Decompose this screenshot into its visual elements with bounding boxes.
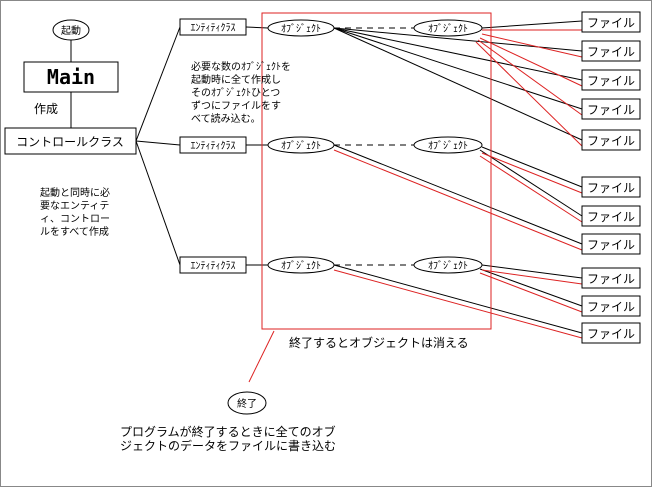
read-line <box>333 144 583 245</box>
frame-to-end-line <box>248 330 275 383</box>
write-line <box>477 39 583 116</box>
controller-note: 起動と同時に必 要なエンティテ ィ、コントロー ルをすべて作成 <box>40 186 113 238</box>
svg-text:ｴﾝﾃｨﾃｨｸﾗｽ: ｴﾝﾃｨﾃｨｸﾗｽ <box>191 260 236 272</box>
file-node: ファイル <box>581 176 641 198</box>
svg-text:ファイル: ファイル <box>587 238 635 252</box>
svg-text:ファイル: ファイル <box>587 272 635 286</box>
write-line <box>479 272 583 313</box>
svg-text:ファイル: ファイル <box>587 103 635 117</box>
write-line <box>479 155 583 223</box>
svg-text:ファイル: ファイル <box>587 181 635 195</box>
controller-node: コントロールクラス <box>4 127 137 155</box>
write-line <box>333 149 583 251</box>
svg-text:ｴﾝﾃｨﾃｨｸﾗｽ: ｴﾝﾃｨﾃｨｸﾗｽ <box>191 22 236 34</box>
svg-text:ファイル: ファイル <box>587 16 635 30</box>
object-note: 必要な数のｵﾌﾞｼﾞｪｸﾄを 起動時に全て作成し そのｵﾌﾞｼﾞｪｸﾄひとつ ず… <box>191 60 294 125</box>
svg-text:ｵﾌﾞｼﾞｪｸﾄ: ｵﾌﾞｼﾞｪｸﾄ <box>281 23 321 35</box>
svg-text:ｵﾌﾞｼﾞｪｸﾄ: ｵﾌﾞｼﾞｪｸﾄ <box>428 260 468 272</box>
create-label: 作成 <box>34 102 58 116</box>
object-node: ｵﾌﾞｼﾞｪｸﾄ <box>413 19 483 37</box>
read-line <box>479 149 583 217</box>
object-node: ｵﾌﾞｼﾞｪｸﾄ <box>267 136 335 154</box>
controller-label: コントロールクラス <box>16 135 124 149</box>
entity-node: ｴﾝﾃｨﾃｨｸﾗｽ <box>179 18 247 36</box>
connector-lines <box>70 12 583 383</box>
main-label: Main <box>47 65 95 89</box>
svg-text:ファイル: ファイル <box>587 210 635 224</box>
controller-to-entity3-line <box>135 140 181 266</box>
object-node: ｵﾌﾞｼﾞｪｸﾄ <box>267 19 335 37</box>
write-line <box>333 269 583 339</box>
write-line <box>481 269 583 285</box>
svg-text:ｵﾌﾞｼﾞｪｸﾄ: ｵﾌﾞｼﾞｪｸﾄ <box>428 23 468 35</box>
file-node: ファイル <box>581 295 641 317</box>
write-line <box>475 41 583 147</box>
file-node: ファイル <box>581 40 641 62</box>
read-line <box>479 268 583 307</box>
read-line <box>333 27 583 110</box>
read-line <box>481 146 583 188</box>
read-line <box>481 20 583 29</box>
write-line <box>481 33 583 58</box>
start-node: 起動 <box>52 19 90 41</box>
end-node: 終了 <box>227 391 267 415</box>
object-node: ｵﾌﾞｼﾞｪｸﾄ <box>267 256 335 274</box>
svg-text:ファイル: ファイル <box>587 134 635 148</box>
svg-text:ｵﾌﾞｼﾞｪｸﾄ: ｵﾌﾞｼﾞｪｸﾄ <box>428 140 468 152</box>
write-line <box>479 37 583 87</box>
svg-text:ファイル: ファイル <box>587 300 635 314</box>
file-node: ファイル <box>581 98 641 120</box>
end-label: 終了 <box>237 397 257 410</box>
svg-text:ファイル: ファイル <box>587 327 635 341</box>
file-node: ファイル <box>581 11 641 33</box>
entity-node: ｴﾝﾃｨﾃｨｸﾗｽ <box>179 136 247 154</box>
svg-text:ｵﾌﾞｼﾞｪｸﾄ: ｵﾌﾞｼﾞｪｸﾄ <box>281 140 321 152</box>
read-line <box>333 27 583 141</box>
svg-text:ファイル: ファイル <box>587 45 635 59</box>
read-line <box>481 264 583 279</box>
object-node: ｵﾌﾞｼﾞｪｸﾄ <box>413 256 483 274</box>
entity-node: ｴﾝﾃｨﾃｨｸﾗｽ <box>179 256 247 274</box>
svg-text:ファイル: ファイル <box>587 74 635 88</box>
object-node: ｵﾌﾞｼﾞｪｸﾄ <box>413 136 483 154</box>
file-node: ファイル <box>581 129 641 151</box>
end-note: プログラムが終了するときに全てのオブ ジェクトのデータをファイルに書き込む <box>120 424 339 453</box>
end-caption: 終了するとオブジェクトは消える <box>289 335 469 350</box>
entity1-to-object-line <box>245 26 269 29</box>
file-node: ファイル <box>581 233 641 255</box>
file-node: ファイル <box>581 205 641 227</box>
main-node: Main <box>23 61 119 93</box>
file-node: ファイル <box>581 267 641 289</box>
svg-text:ｴﾝﾃｨﾃｨｸﾗｽ: ｴﾝﾃｨﾃｨｸﾗｽ <box>191 140 236 152</box>
controller-to-entity1-line <box>135 26 181 142</box>
start-label: 起動 <box>61 24 81 37</box>
object-lifetime-frame <box>261 12 492 330</box>
read-line <box>333 264 583 334</box>
file-node: ファイル <box>581 69 641 91</box>
file-node: ファイル <box>581 322 641 344</box>
write-line <box>481 152 583 194</box>
controller-to-entity2-line <box>135 140 181 146</box>
read-line <box>333 27 583 81</box>
svg-text:ｵﾌﾞｼﾞｪｸﾄ: ｵﾌﾞｼﾞｪｸﾄ <box>281 260 321 272</box>
